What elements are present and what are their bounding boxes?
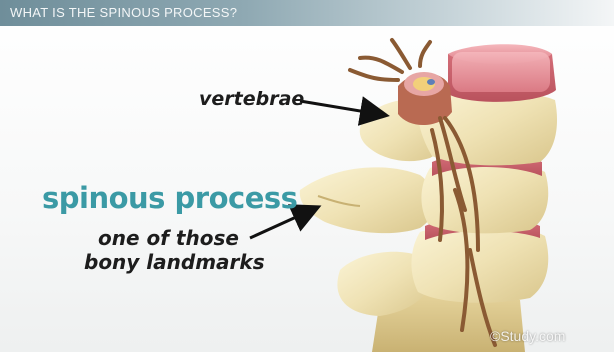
study-watermark: ©Study.com — [490, 328, 565, 344]
subtitle-line-2: bony landmarks — [84, 250, 265, 274]
subtitle-line-1: one of those — [98, 226, 239, 250]
vertebrae-label: vertebrae — [199, 88, 304, 110]
vertebrae-arrow — [300, 101, 384, 115]
spinous-process-label: spinous process — [42, 181, 297, 215]
